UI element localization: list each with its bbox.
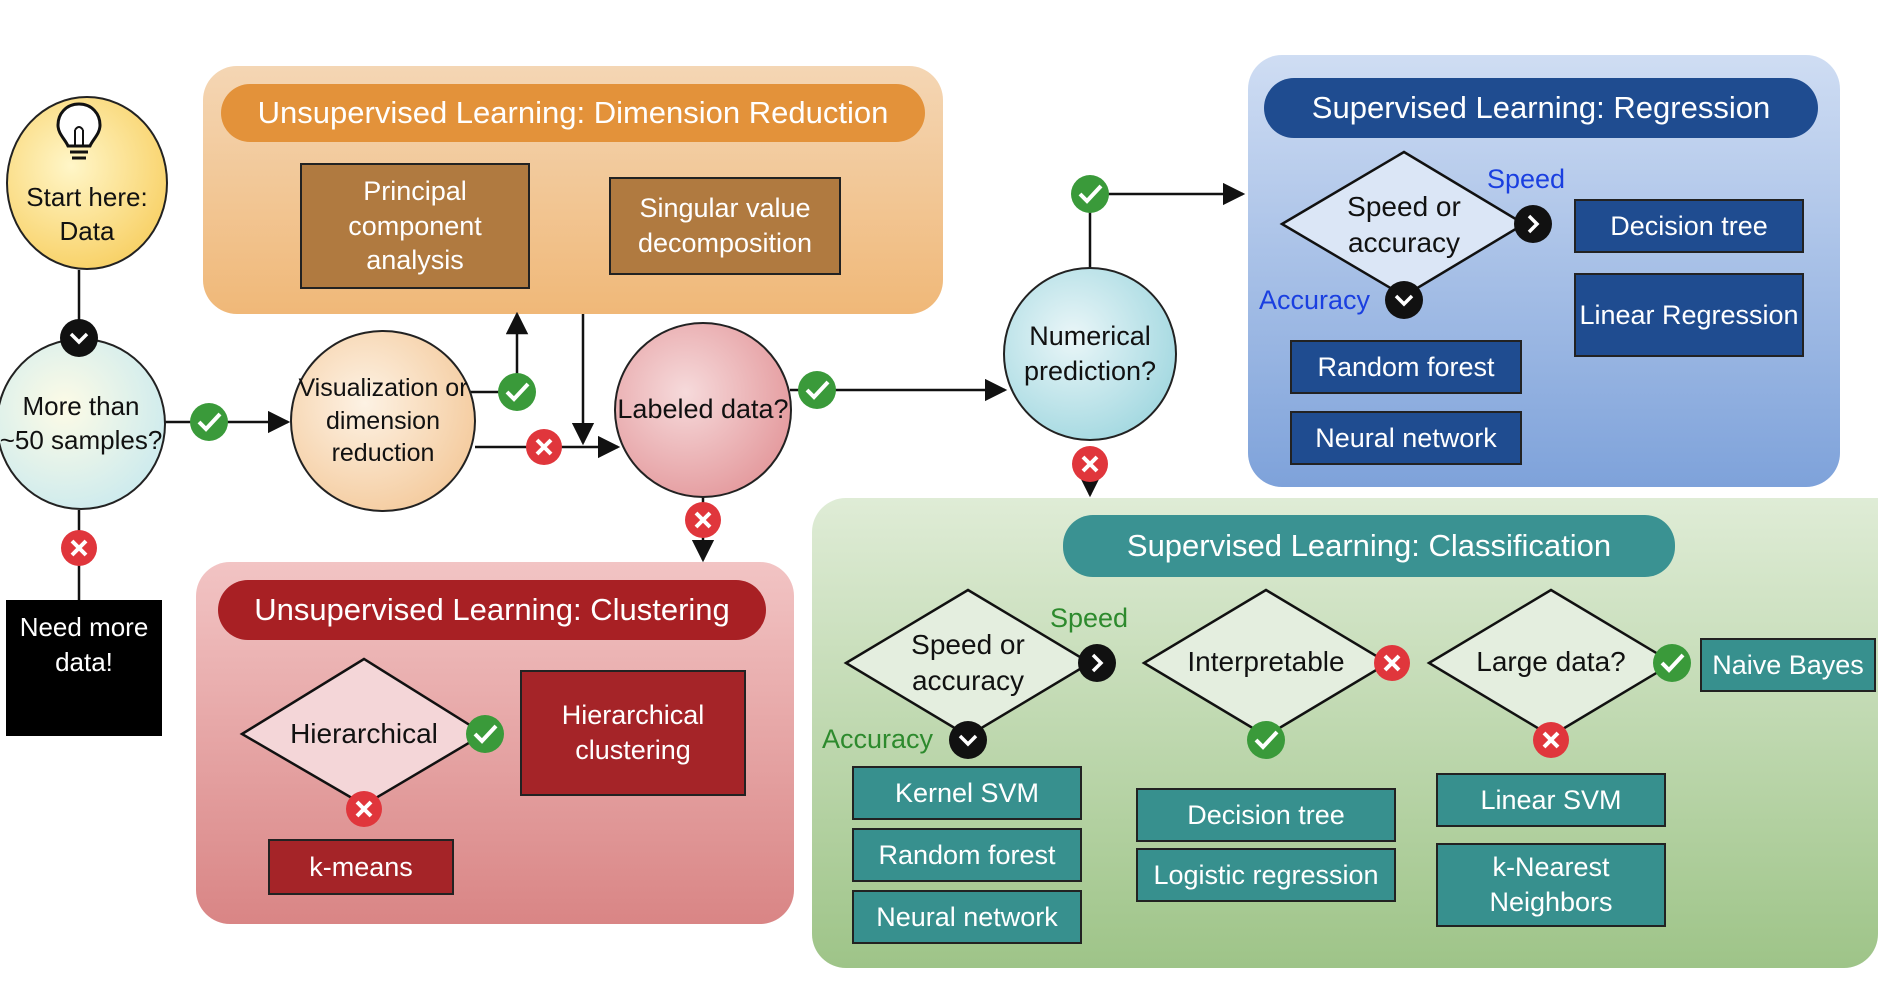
regression-accuracy-label: Accuracy [1259,285,1371,315]
no-badge-samples [61,530,97,566]
dimension-reduction-title: Unsupervised Learning: Dimension Reducti… [221,84,925,142]
no-badge-visualization [526,429,562,465]
chevron-down-icon-regression-accuracy [1385,281,1423,319]
classification-neural-network-box: Neural network [852,890,1082,944]
no-badge-interpretable [1374,645,1410,681]
classification-panel: Supervised Learning: Classification Kern… [812,498,1878,968]
dimension-reduction-panel: Unsupervised Learning: Dimension Reducti… [203,66,943,314]
no-badge-hierarchical [346,791,382,827]
clustering-title: Unsupervised Learning: Clustering [218,580,766,640]
classification-title: Supervised Learning: Classification [1063,515,1675,577]
yes-badge-samples [190,403,228,441]
yes-badge-large-data [1653,644,1691,682]
lightbulb-icon [56,102,102,160]
visualization-node: Visualization or dimension reduction [290,330,476,512]
linear-regression-box: Linear Regression [1574,273,1804,357]
classification-decision-tree-box: Decision tree [1136,788,1396,842]
pca-box: Principal component analysis [300,163,530,289]
yes-badge-interpretable [1247,721,1285,759]
chevron-down-icon-classification-accuracy [949,721,987,759]
large-data-label: Large data? [1476,646,1626,678]
classification-random-forest-box: Random forest [852,828,1082,882]
interpretable-label: Interpretable [1187,646,1345,678]
k-means-box: k-means [268,839,454,895]
classification-speed-label: Speed [1050,603,1129,633]
labeled-data-node: Labeled data? [614,322,792,498]
linear-svm-box: Linear SVM [1436,773,1666,827]
svd-box: Singular value decomposition [609,177,841,275]
yes-badge-hierarchical [466,715,504,753]
need-more-data-box: Need more data! [6,600,162,736]
kernel-svm-box: Kernel SVM [852,766,1082,820]
chevron-right-icon-classification-speed [1078,644,1116,682]
numerical-prediction-node: Numerical prediction? [1003,267,1177,441]
no-badge-numerical [1072,446,1108,482]
no-badge-large-data [1533,722,1569,758]
need-more-data-label: Need more data! [19,612,149,678]
naive-bayes-box: Naive Bayes [1700,638,1876,692]
regression-title: Supervised Learning: Regression [1264,78,1818,138]
yes-badge-numerical [1071,175,1109,213]
yes-badge-visualization [498,373,536,411]
logistic-regression-box: Logistic regression [1136,848,1396,902]
classification-accuracy-label: Accuracy [822,724,934,754]
classification-speed-accuracy-label: Speed or accuracy [911,629,1025,696]
hierarchical-label: Hierarchical [290,718,438,750]
regression-neural-network-box: Neural network [1290,411,1522,465]
no-badge-labeled [685,502,721,538]
k-nearest-neighbors-box: k-Nearest Neighbors [1436,843,1666,927]
regression-decision-tree-box: Decision tree [1574,199,1804,253]
regression-speed-accuracy-label: Speed or accuracy [1347,191,1461,258]
regression-speed-label: Speed [1487,164,1566,194]
chevron-down-icon-start [60,319,98,357]
regression-random-forest-box: Random forest [1290,340,1522,394]
chevron-right-icon-regression-speed [1514,205,1552,243]
regression-panel: Supervised Learning: Regression Decision… [1248,55,1840,487]
hierarchical-clustering-box: Hierarchical clustering [520,670,746,796]
yes-badge-labeled [798,371,836,409]
samples-node: More than ~50 samples? [0,338,166,510]
